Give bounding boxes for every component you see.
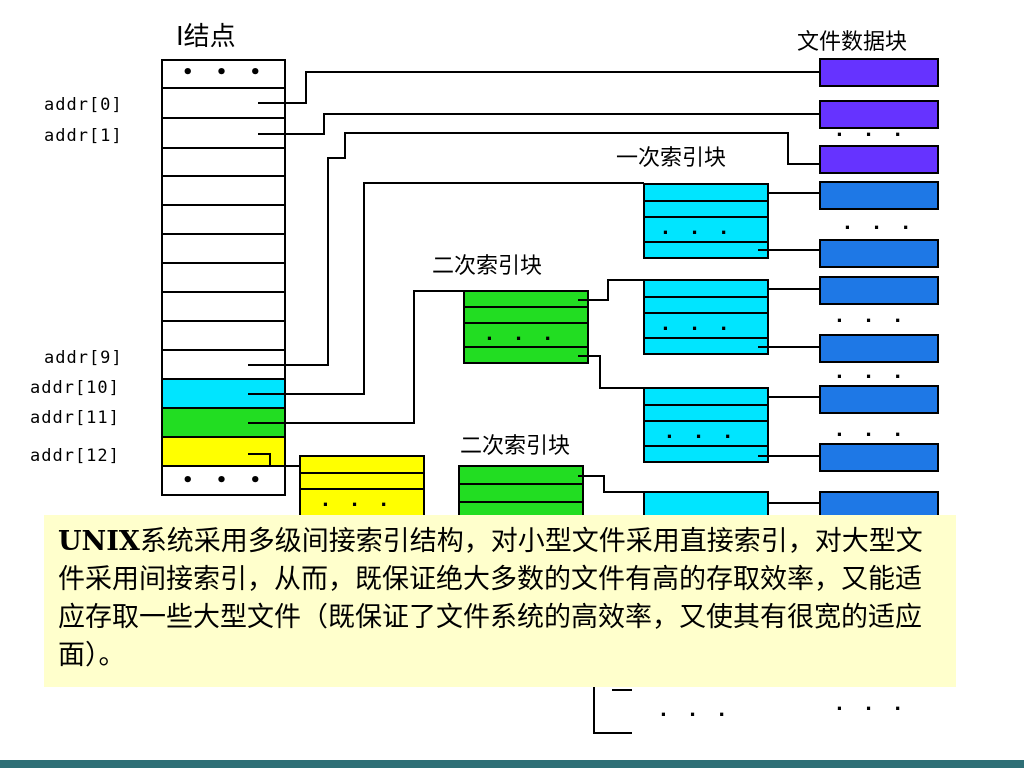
data-block [819, 385, 939, 414]
data-block [819, 145, 939, 174]
inode-cell [161, 147, 286, 177]
second-index-title-2: 二次索引块 [460, 434, 571, 459]
second-index-title-1: 二次索引块 [432, 254, 543, 279]
ellipsis: . . . [662, 314, 736, 335]
addr-label-10: addr[10] [30, 378, 120, 398]
indirect-data-blocks [819, 181, 939, 520]
data-block [819, 100, 939, 129]
ellipsis: . . . [836, 694, 910, 715]
inode-table [161, 59, 286, 496]
inode-cell [161, 204, 286, 235]
note-lead: UNIX [58, 526, 140, 557]
ellipsis: . . . [836, 420, 910, 441]
ellipsis: . . . [844, 213, 918, 234]
ellipsis: • • • [182, 62, 270, 83]
ellipsis: . . . [662, 218, 736, 239]
ellipsis: . . . [836, 120, 910, 141]
note-text: 系统采用多级间接索引结构，对小型文件采用直接索引，对大型文件采用间接索引，从而，… [58, 526, 923, 671]
data-block [819, 239, 939, 268]
second-index-block-2 [458, 465, 584, 523]
ellipsis: . . . [486, 324, 560, 345]
first-index-block [643, 183, 769, 259]
bottom-bar [0, 760, 1024, 768]
first-index-block-3 [643, 387, 769, 463]
data-block [819, 276, 939, 305]
second-index-block-1 [463, 290, 589, 364]
ellipsis: • • • [182, 470, 270, 491]
inode-cell [161, 320, 286, 351]
addr-label-1: addr[1] [44, 126, 123, 146]
ellipsis: . . . [666, 422, 740, 443]
addr-label-9: addr[9] [44, 348, 123, 368]
connector-lines [248, 71, 820, 734]
ellipsis: . . . [836, 362, 910, 383]
explanation-note: UNIX系统采用多级间接索引结构，对小型文件采用直接索引，对大型文件采用间接索引… [44, 515, 956, 687]
inode-cell-bottom [161, 465, 286, 496]
inode-cell [161, 291, 286, 322]
first-index-block-2 [643, 279, 769, 355]
third-index-block [299, 455, 425, 523]
ellipsis: . . . [322, 490, 396, 511]
addr-label-12: addr[12] [30, 446, 120, 466]
inode-cell [161, 262, 286, 293]
data-block [819, 443, 939, 472]
inode-cell [161, 233, 286, 264]
first-index-title: 一次索引块 [616, 146, 727, 171]
direct-data-blocks [819, 58, 939, 174]
inode-cell-addr12 [161, 436, 286, 467]
data-block [819, 58, 939, 87]
inode-title: I结点 [176, 22, 236, 52]
addr-label-0: addr[0] [44, 95, 123, 115]
addr-label-11: addr[11] [30, 408, 120, 428]
data-block [819, 181, 939, 210]
data-block [819, 334, 939, 363]
inode-cell [161, 175, 286, 206]
file-data-blocks-title: 文件数据块 [797, 30, 908, 55]
ellipsis: . . . [660, 700, 734, 721]
ellipsis: . . . [836, 306, 910, 327]
